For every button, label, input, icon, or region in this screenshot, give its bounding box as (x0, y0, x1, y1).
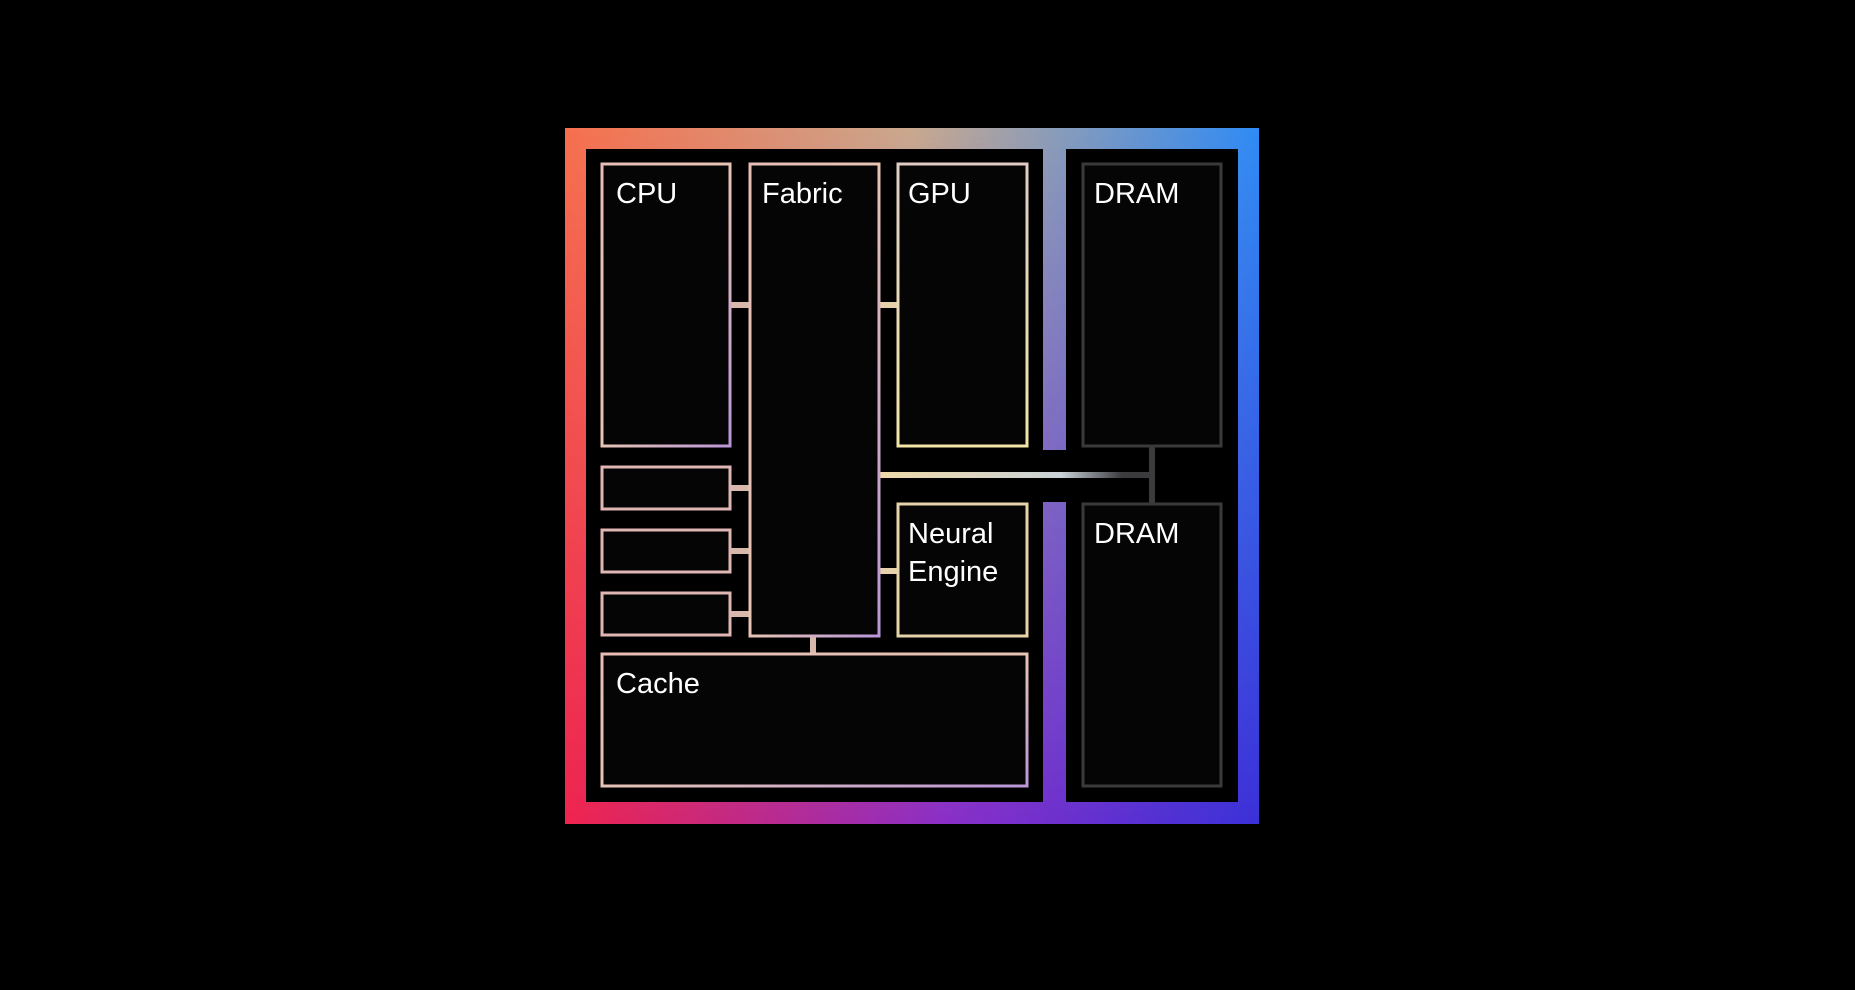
gpu-label: GPU (908, 178, 971, 210)
io-block-2 (600, 528, 732, 574)
memory-bus (879, 472, 1122, 478)
dram-top-label: DRAM (1094, 178, 1179, 210)
dram-bus-horizontal (1122, 472, 1155, 478)
cpu-label: CPU (616, 178, 677, 210)
dram-block-bottom (1081, 502, 1223, 788)
neural-engine-block (896, 502, 1029, 638)
cache-block (600, 652, 1029, 788)
fabric-label: Fabric (762, 178, 843, 210)
fabric-block (748, 162, 881, 638)
io-block-1 (600, 465, 732, 511)
io2-fabric-link (731, 548, 750, 554)
neural-label-line2: Engine (908, 556, 998, 588)
gpu-block (896, 162, 1029, 448)
blocks (600, 162, 1223, 788)
interconnects (731, 302, 1155, 654)
neural-fabric-link (879, 568, 898, 574)
neural-label-line1: Neural (908, 518, 993, 550)
io3-fabric-link (731, 611, 750, 617)
cpu-fabric-link (731, 302, 750, 308)
cpu-block (600, 162, 732, 448)
fabric-cache-link (810, 636, 816, 654)
block-labels: CPU Fabric GPU DRAM Neural Engine DRAM C… (616, 178, 1179, 700)
dram-block-top (1081, 162, 1223, 448)
io1-fabric-link (731, 485, 750, 491)
io-block-3 (600, 591, 732, 637)
cache-label: Cache (616, 668, 700, 700)
dram-bottom-label: DRAM (1094, 518, 1179, 550)
gpu-fabric-link (879, 302, 898, 308)
